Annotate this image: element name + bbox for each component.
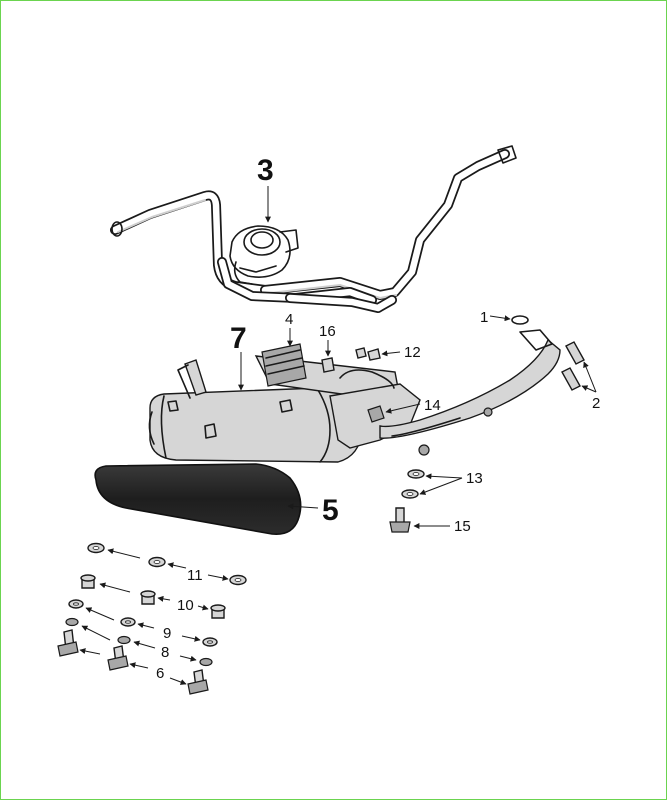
screws-part-12	[355, 347, 381, 361]
label-12: 12	[404, 344, 421, 361]
gasket-ring-part-1	[511, 315, 529, 325]
label-15: 15	[454, 518, 471, 535]
label-3: 3	[257, 154, 274, 187]
washers-part-11	[87, 542, 247, 586]
washers-part-9	[68, 599, 218, 647]
exhaust-header-pipe	[379, 329, 561, 456]
label-1: 1	[480, 309, 488, 326]
nut-part-16	[321, 357, 335, 373]
label-2: 2	[592, 395, 600, 412]
label-9: 9	[163, 625, 171, 642]
spacers-part-10	[80, 574, 226, 619]
bolt-part-14	[367, 405, 385, 423]
label-5: 5	[322, 494, 339, 527]
studs-part-2	[561, 341, 585, 391]
label-11: 11	[187, 567, 203, 584]
label-10: 10	[177, 597, 194, 614]
label-4: 4	[285, 311, 293, 328]
heat-shield-part-5	[94, 463, 302, 536]
label-8: 8	[161, 644, 169, 661]
gasket-part-4	[261, 343, 307, 387]
label-7: 7	[230, 322, 247, 355]
washers-part-13	[401, 469, 425, 499]
flange-bolt-part-15	[389, 507, 411, 533]
label-16: 16	[319, 323, 336, 340]
bolts-part-6	[57, 629, 209, 695]
label-6: 6	[156, 665, 164, 682]
lock-washers-part-8	[65, 617, 213, 667]
label-14: 14	[424, 397, 441, 414]
air-pipe-assembly	[110, 145, 517, 313]
label-13: 13	[466, 470, 483, 487]
